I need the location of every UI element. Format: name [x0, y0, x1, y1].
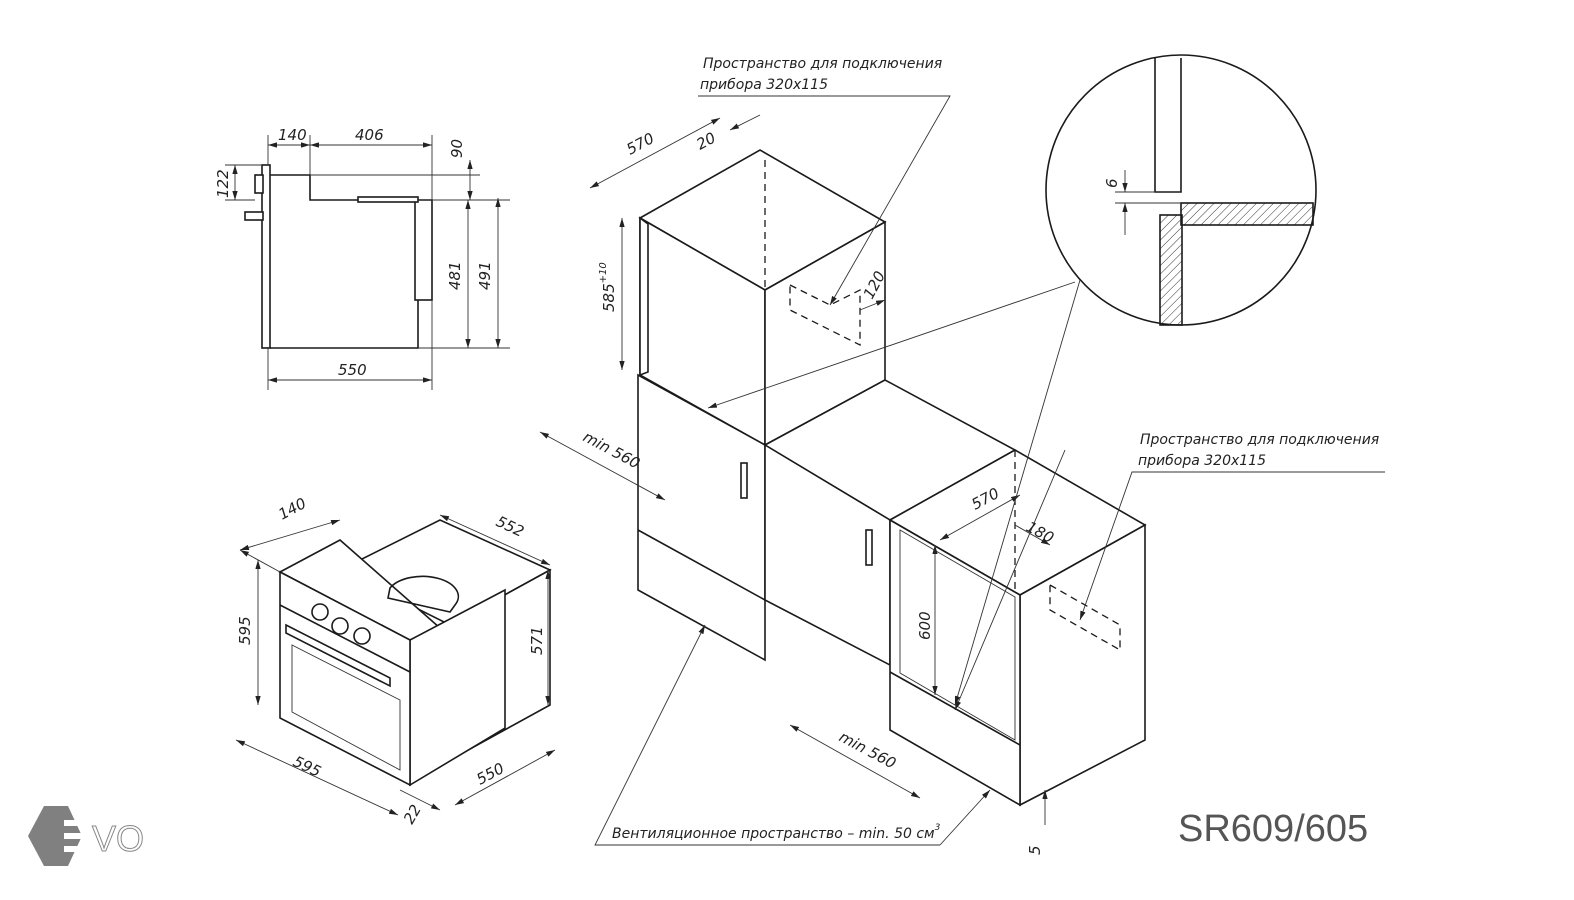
dim-90: 90: [448, 139, 466, 158]
iso-dim-550: 550: [473, 759, 507, 788]
iso-dim-22: 22: [400, 801, 425, 827]
cabinet-installation-view: 570 20 585+10 120 min 560 570 180 600 mi…: [539, 114, 1147, 855]
cab-dim-20: 20: [693, 129, 718, 154]
note-top-line2: прибора 320x115: [700, 77, 828, 93]
iso-dim-552: 552: [493, 512, 527, 540]
dim-481: 481: [446, 261, 464, 290]
cab-dim-5: 5: [1026, 845, 1044, 855]
dim-491: 491: [476, 261, 494, 290]
dim-122: 122: [214, 169, 232, 198]
model-number: SR609/605: [1178, 808, 1369, 850]
iso-dim-571: 571: [528, 626, 546, 655]
iso-dim-595w: 595: [290, 752, 324, 780]
cab-dim-min560-left: min 560: [580, 428, 643, 473]
iso-dim-595h: 595: [236, 616, 254, 645]
cab-dim-585: 585+10: [598, 262, 618, 312]
note-right-line2: прибора 320x115: [1138, 453, 1266, 469]
svg-text:VO: VO: [92, 818, 144, 859]
oven-side-view: 140 406 90 122 481 491 550: [214, 126, 510, 390]
detail-circle: 6: [1045, 54, 1317, 326]
oven-isometric-view: 140 552 595 571 595 550 22: [235, 494, 556, 827]
note-top-line1: Пространство для подключения: [703, 56, 942, 72]
dim-550: 550: [338, 361, 367, 379]
notes: Пространство для подключения прибора 320…: [594, 56, 1385, 846]
iso-dim-140: 140: [275, 494, 309, 523]
cab-dim-600: 600: [916, 611, 934, 640]
note-right-line1: Пространство для подключения: [1140, 432, 1379, 448]
dim-140: 140: [278, 126, 307, 144]
cab-dim-min560-right: min 560: [836, 728, 899, 773]
note-ventilation: Вентиляционное пространство – min. 50 см…: [612, 823, 941, 842]
detail-dim-6: 6: [1103, 178, 1121, 188]
dim-406: 406: [355, 126, 384, 144]
